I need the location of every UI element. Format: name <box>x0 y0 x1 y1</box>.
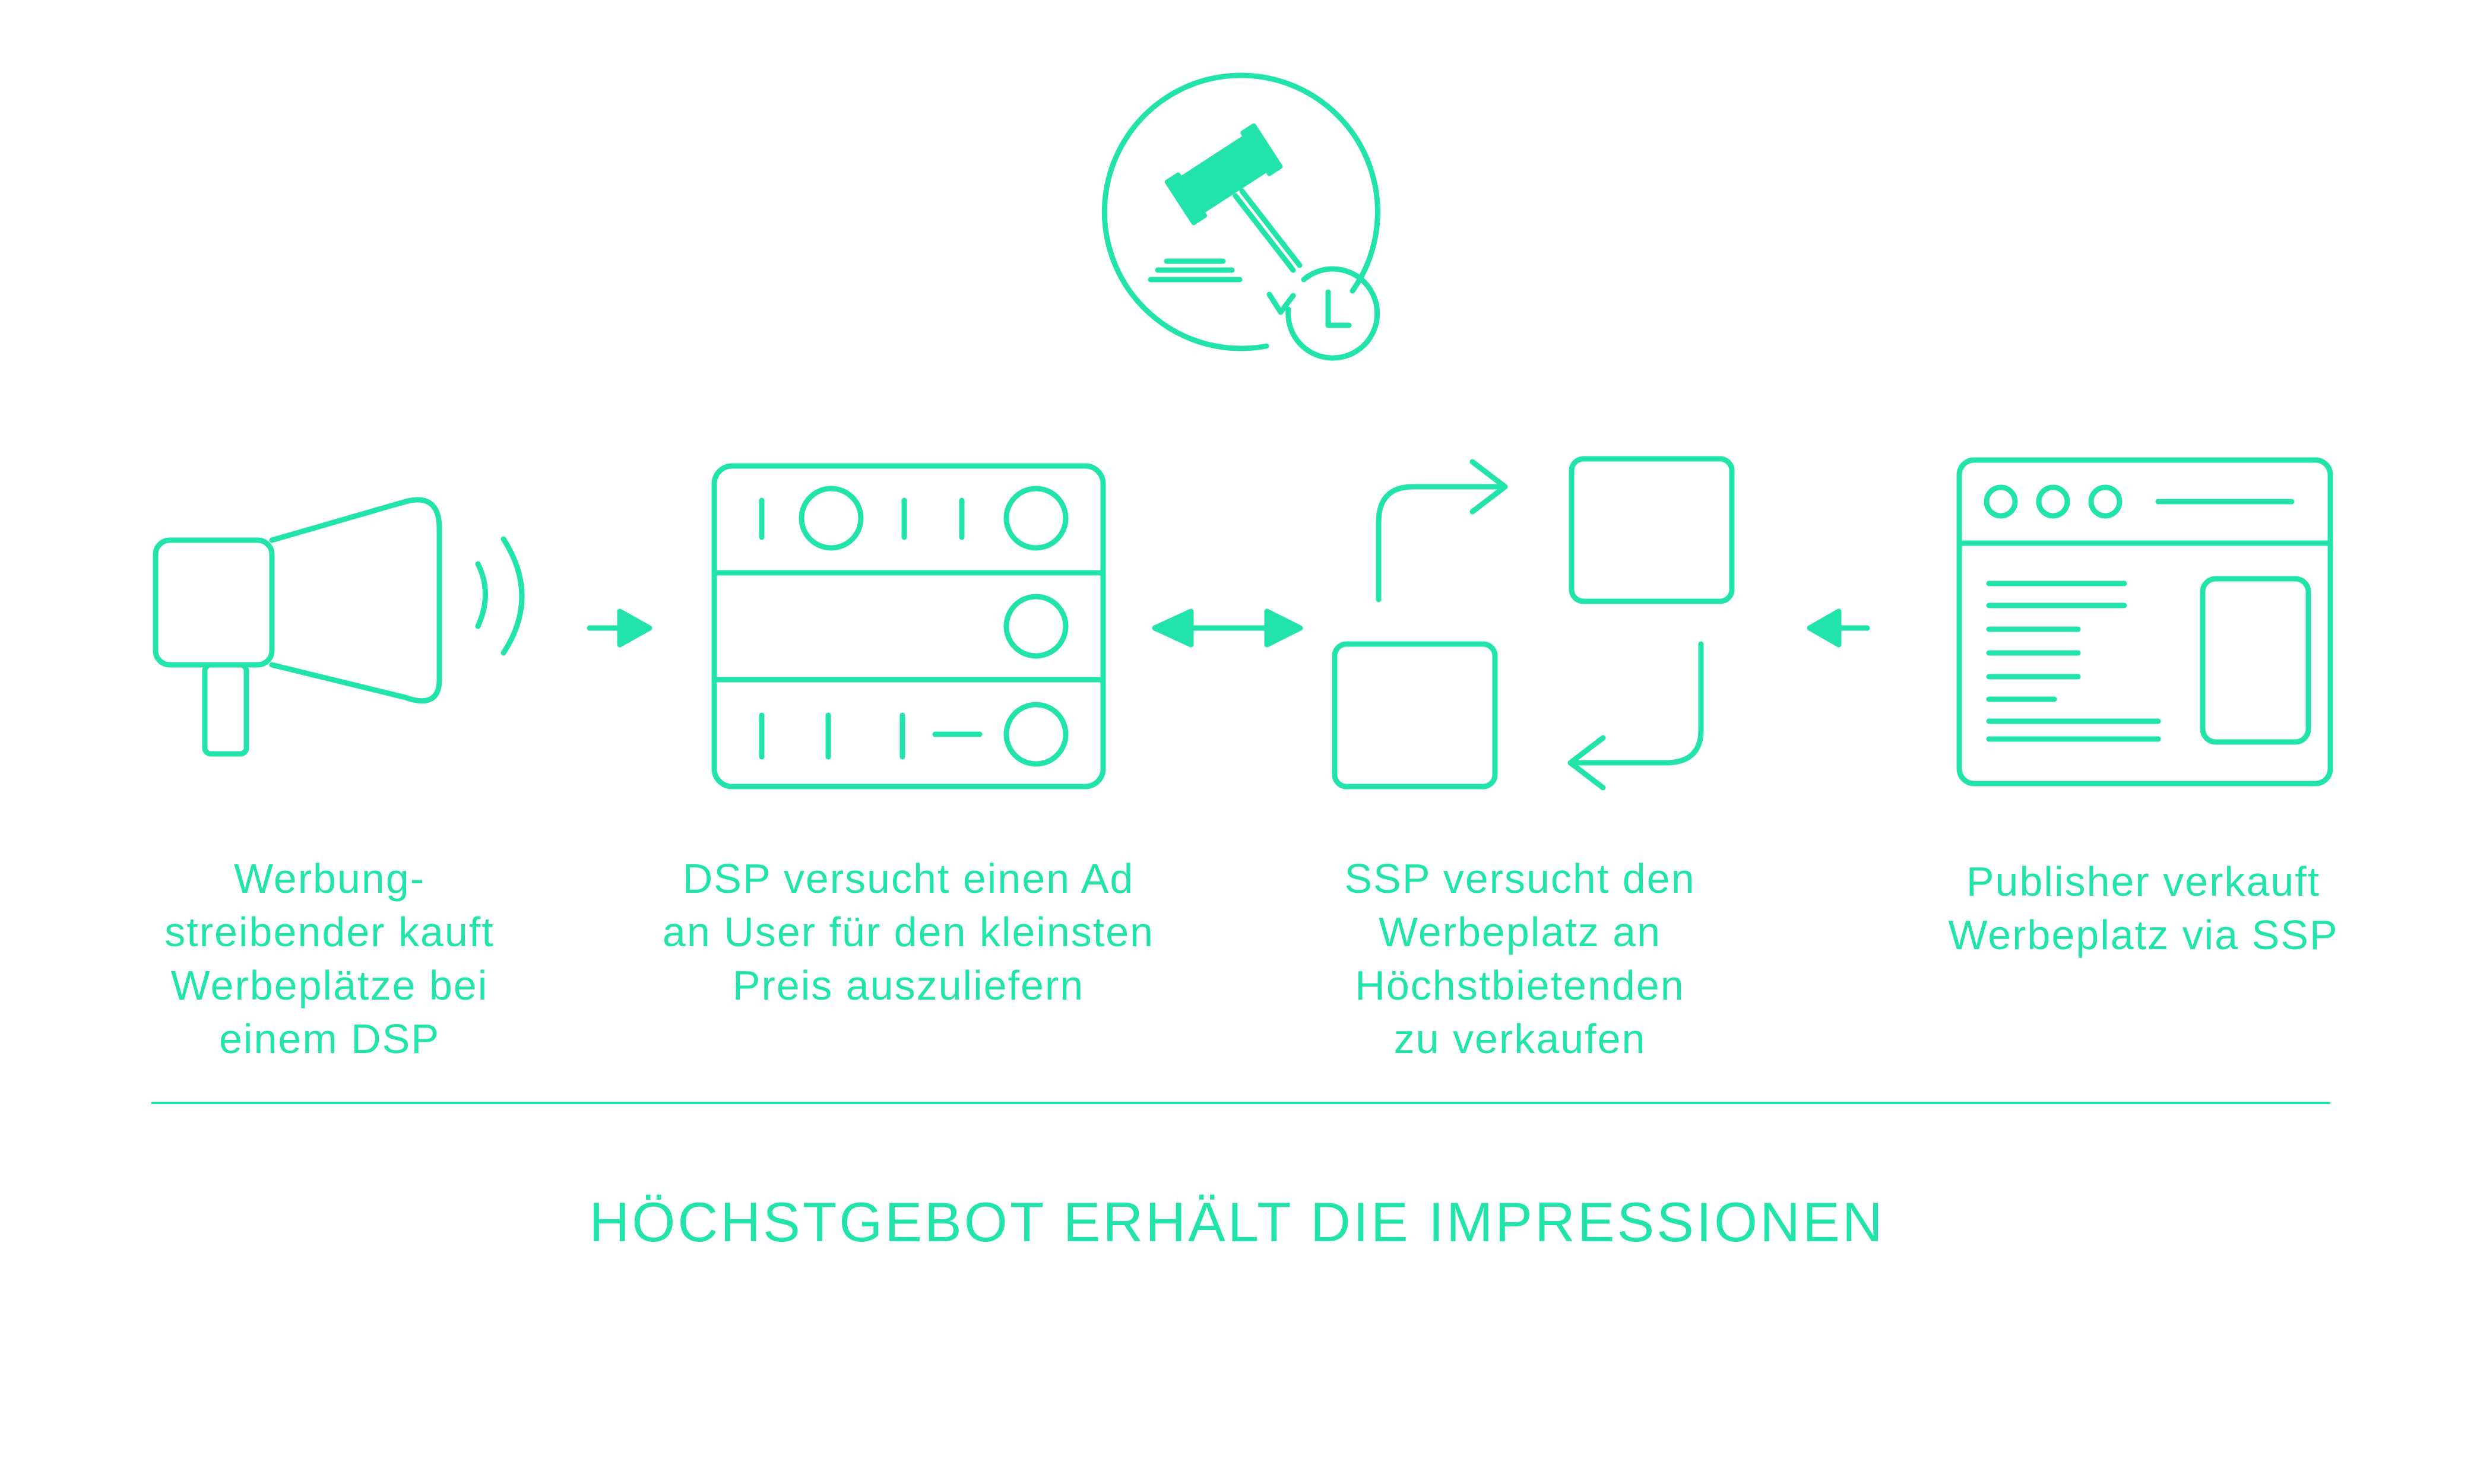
step-2-label: DSP versucht einen Ad an User für den kl… <box>612 852 1205 1012</box>
step-1-line-3: Werbeplätze bei <box>170 962 489 1009</box>
step-1-line-2: streibender kauft <box>164 909 495 955</box>
step-3-line-3: Höchstbietenden <box>1355 962 1685 1009</box>
step-1-line-4: einem DSP <box>218 1016 441 1062</box>
server-icon <box>711 463 1106 789</box>
step-3-line-1: SSP versucht den <box>1344 855 1696 902</box>
step-4-label: Publisher verkauft Werbeplatz via SSP <box>1876 855 2410 962</box>
footer-caption: HÖCHSTGEBOT ERHÄLT DIE IMPRESSIONEN <box>589 1191 1885 1253</box>
arrow-right-icon <box>587 608 652 648</box>
step-2-line-2: an User für den kleinsten <box>662 909 1155 955</box>
step-3-line-4: zu verkaufen <box>1393 1016 1646 1062</box>
auction-gavel-icon <box>1101 72 1380 351</box>
browser-window-icon <box>1956 457 2333 787</box>
step-1-label: Werbung- streibender kauft Werbeplätze b… <box>122 852 537 1066</box>
double-arrow-icon <box>1152 608 1303 648</box>
arrow-left-icon <box>1807 608 1870 648</box>
step-3-line-2: Werbeplatz an <box>1378 909 1662 955</box>
step-2-line-1: DSP versucht einen Ad <box>682 855 1135 902</box>
divider-line <box>151 1102 2330 1104</box>
step-4-line-1: Publisher verkauft <box>1966 858 2321 905</box>
megaphone-icon <box>153 497 525 757</box>
step-4-line-2: Werbeplatz via SSP <box>1948 912 2339 958</box>
exchange-boxes-icon <box>1332 456 1735 791</box>
step-2-line-3: Preis auszuliefern <box>732 962 1085 1009</box>
clock-icon <box>1266 266 1380 361</box>
step-1-line-1: Werbung- <box>233 855 426 902</box>
step-3-label: SSP versucht den Werbeplatz an Höchstbie… <box>1282 852 1757 1066</box>
